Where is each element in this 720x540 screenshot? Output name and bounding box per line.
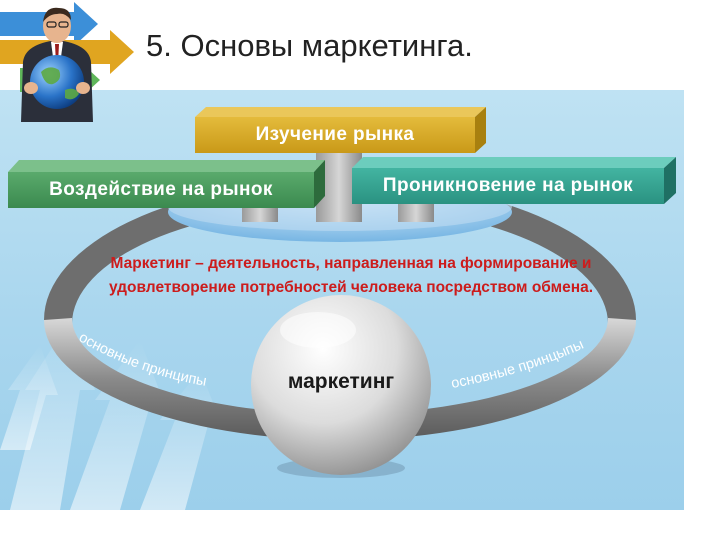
market-penetration-box: Проникновение на рынок: [352, 168, 664, 204]
market-impact-box: Воздействие на рынок: [8, 172, 314, 208]
outer-ring-bottom: [44, 318, 636, 440]
definition-line-2: удовлетворение потребностей человека пос…: [108, 279, 594, 296]
page-title: 5. Основы маркетинга.: [146, 28, 473, 63]
center-label: маркетинг: [287, 370, 395, 393]
businessman-with-globe-image: [21, 7, 93, 122]
market-research-box: Изучение рынка: [195, 117, 475, 153]
marketing-definition: Маркетинг – деятельность, направленная н…: [26, 252, 676, 300]
definition-line-1: Маркетинг – деятельность, направленная н…: [110, 255, 592, 272]
pillar-right: [398, 200, 434, 222]
